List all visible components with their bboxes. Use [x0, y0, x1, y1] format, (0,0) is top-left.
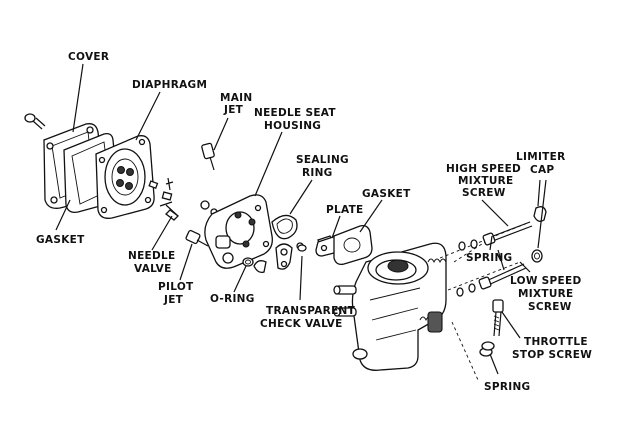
label-diaphragm: DIAPHRAGM: [132, 79, 207, 91]
label-high-speed-mixture-screw: MIXTURE: [458, 175, 514, 187]
limiter-cap-upper: [533, 206, 547, 222]
label-transparent-check-valve: CHECK VALVE: [260, 318, 343, 330]
gasket-link: [275, 242, 304, 270]
needle-valve: [165, 204, 179, 221]
label-pilot-jet: PILOT: [158, 281, 194, 293]
label-throttle-stop-screw: STOP SCREW: [512, 349, 592, 361]
label-cover: COVER: [68, 51, 109, 63]
label-throttle-stop-screw: THROTTLE: [524, 336, 588, 348]
label-needle-valve: VALVE: [134, 263, 172, 275]
spring-lower: [479, 341, 495, 357]
label-sealing-ring: SEALING: [296, 154, 349, 166]
leader-lines: [55, 63, 547, 375]
o-ring: [242, 257, 254, 267]
small-screws: [148, 177, 174, 207]
label-high-speed-mixture-screw: SCREW: [462, 187, 506, 199]
cap-piece: [253, 260, 267, 274]
carburetor-body: [333, 242, 447, 371]
label-needle-seat-housing: HOUSING: [264, 120, 321, 132]
label-high-speed-mixture-screw: HIGH SPEED: [446, 163, 521, 175]
label-limiter-cap: LIMITER: [516, 151, 565, 163]
label-spring-lower: SPRING: [484, 381, 530, 393]
cover-screw: [24, 113, 46, 130]
small-rings: [456, 239, 478, 297]
label-spring-upper: SPRING: [466, 252, 512, 264]
main-jet: [201, 142, 215, 171]
limiter-cap-lower: [531, 249, 543, 263]
label-needle-valve: NEEDLE: [128, 250, 176, 262]
labels: COVER DIAPHRAGM MAIN JET NEEDLE SEAT HOU…: [36, 51, 592, 393]
throttle-stop-screw: [492, 299, 504, 337]
label-o-ring: O-RING: [210, 293, 255, 305]
label-low-speed-mixture-screw: MIXTURE: [518, 288, 574, 300]
gasket-top: [333, 224, 373, 266]
label-sealing-ring: RING: [302, 167, 333, 179]
label-transparent-check-valve: TRANSPARENT: [266, 305, 356, 317]
label-plate: PLATE: [326, 204, 364, 216]
label-main-jet: JET: [223, 104, 244, 116]
label-limiter-cap: CAP: [530, 164, 554, 176]
sealing-ring: [271, 214, 298, 240]
low-speed-mixture-screw: [478, 263, 527, 290]
label-gasket-top: GASKET: [362, 188, 411, 200]
diaphragm: [95, 135, 155, 219]
needle-seat-housing: [204, 194, 273, 269]
label-needle-seat-housing: NEEDLE SEAT: [254, 107, 336, 119]
pilot-jet: [185, 229, 209, 247]
label-low-speed-mixture-screw: LOW SPEED: [510, 275, 582, 287]
label-main-jet: MAIN: [220, 92, 252, 104]
label-gasket-left: GASKET: [36, 234, 85, 246]
label-pilot-jet: JET: [163, 294, 184, 306]
label-low-speed-mixture-screw: SCREW: [528, 301, 572, 313]
